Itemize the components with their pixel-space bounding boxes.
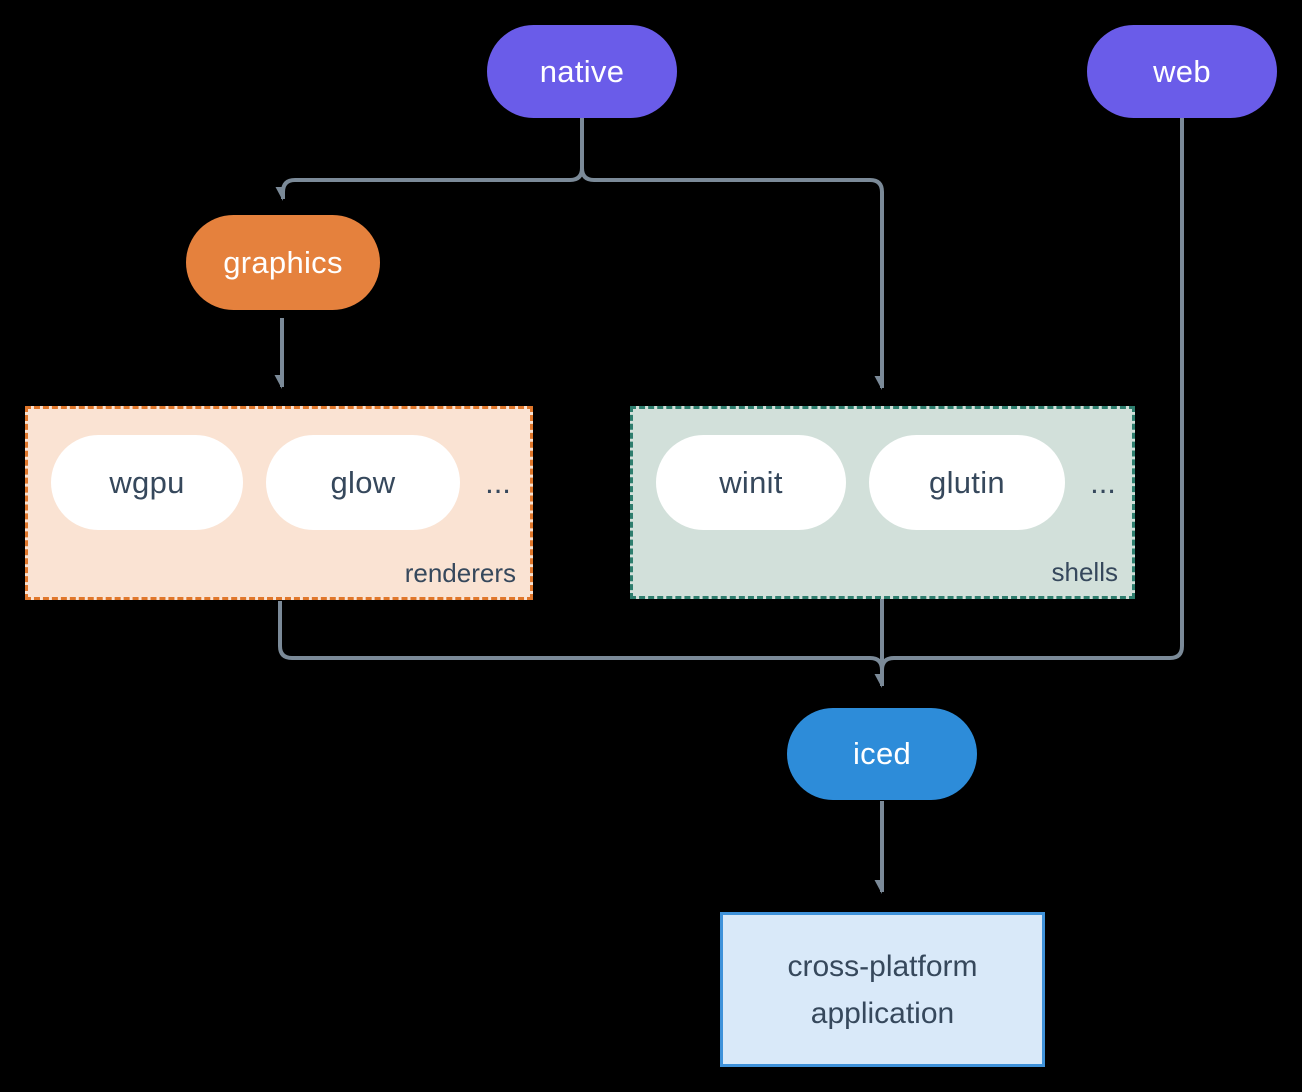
application-label-line2: application — [810, 996, 955, 1030]
node-native: native — [487, 25, 677, 118]
application-label-line1: cross-platform — [787, 949, 978, 983]
edge-native-graphics — [283, 118, 584, 199]
shells-label: shells — [1051, 557, 1118, 587]
node-wgpu: wgpu — [51, 435, 243, 530]
node-web: web — [1087, 25, 1277, 118]
node-iced: iced — [787, 708, 977, 800]
group-renderers: wgpu glow ... renderers — [25, 406, 533, 600]
node-winit: winit — [656, 435, 846, 530]
group-shells: winit glutin ... shells — [630, 406, 1135, 599]
node-glow: glow — [266, 435, 460, 530]
renderers-label: renderers — [404, 558, 516, 588]
edge-renderers-merge — [278, 601, 884, 671]
node-graphics: graphics — [186, 215, 380, 310]
node-glutin: glutin — [869, 435, 1065, 530]
edge-native-shells — [580, 167, 884, 388]
renderers-ellipsis: ... — [485, 464, 511, 500]
node-cross-platform-application: cross-platform application — [720, 912, 1045, 1067]
shells-ellipsis: ... — [1090, 464, 1116, 500]
